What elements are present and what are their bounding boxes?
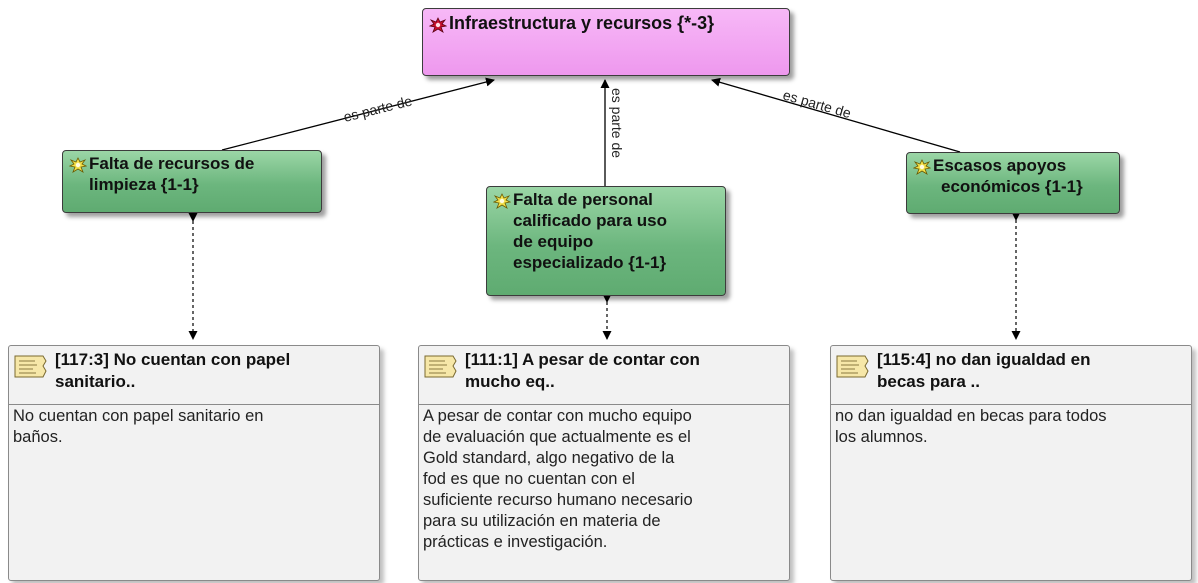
code-icon — [68, 157, 88, 178]
code-label-line: limpieza {1-1} — [89, 175, 199, 194]
quote-header: [115:4] no dan igualdad en becas para .. — [831, 346, 1191, 405]
quote-body-line: los alumnos. — [835, 428, 928, 446]
quote-title-line: sanitario.. — [55, 372, 136, 391]
quote-node-117-3[interactable]: [117:3] No cuentan con papel sanitario..… — [8, 345, 380, 581]
quote-body-line: fod es que no cuentan con el — [423, 470, 635, 488]
quote-body-line: de evaluación que actualmente es el — [423, 428, 691, 446]
code-icon — [492, 193, 512, 214]
quote-body: no dan igualdad en becas para todos los … — [835, 406, 1183, 448]
quote-body: A pesar de contar con mucho equipo de ev… — [423, 406, 781, 553]
quote-body-line: Gold standard, algo negativo de la — [423, 449, 675, 467]
quote-title-line: [117:3] No cuentan con papel — [55, 350, 291, 369]
root-label: Infraestructura y recursos {*-3} — [449, 13, 715, 33]
code-node-limpieza[interactable]: Falta de recursos de limpieza {1-1} — [62, 150, 322, 213]
quote-body: No cuentan con papel sanitario en baños. — [13, 406, 371, 448]
quote-header: [111:1] A pesar de contar con mucho eq.. — [419, 346, 789, 405]
quote-title-line: [115:4] no dan igualdad en — [877, 350, 1091, 369]
code-label-line: Escasos apoyos — [933, 156, 1067, 175]
relation-line-left — [221, 77, 495, 151]
relation-line-right — [711, 77, 961, 153]
quote-body-line: para su utilización en materia de — [423, 512, 661, 530]
code-node-personal[interactable]: Falta de personal calificado para uso de… — [486, 186, 726, 296]
quote-body-line: prácticas e investigación. — [423, 533, 608, 551]
relation-label-left: es parte de — [342, 92, 414, 125]
quote-body-line: A pesar de contar con mucho equipo — [423, 407, 692, 425]
document-quote-icon — [423, 353, 459, 386]
quote-node-115-4[interactable]: [115:4] no dan igualdad en becas para ..… — [830, 345, 1192, 581]
document-quote-icon — [835, 353, 871, 386]
code-label-line: Falta de personal — [513, 190, 653, 209]
code-family-icon — [428, 17, 448, 38]
quote-body-line: suficiente recurso humano necesario — [423, 491, 693, 509]
quote-header: [117:3] No cuentan con papel sanitario.. — [9, 346, 379, 405]
relation-label-right: es parte de — [781, 87, 853, 122]
quote-body-line: No cuentan con papel sanitario en — [13, 407, 264, 425]
code-label-line: económicos {1-1} — [941, 177, 1083, 196]
quote-title-line: becas para .. — [877, 372, 981, 391]
code-label-line: calificado para uso — [513, 211, 667, 230]
quote-title-line: mucho eq.. — [465, 372, 555, 391]
code-node-apoyos[interactable]: Escasos apoyos económicos {1-1} — [906, 152, 1120, 214]
quote-title-line: [111:1] A pesar de contar con — [465, 350, 700, 369]
code-label-line: de equipo — [513, 232, 594, 251]
quote-node-111-1[interactable]: [111:1] A pesar de contar con mucho eq..… — [418, 345, 790, 581]
root-code-family-node[interactable]: Infraestructura y recursos {*-3} — [422, 8, 790, 76]
quote-body-line: baños. — [13, 428, 63, 446]
code-label-line: Falta de recursos de — [89, 154, 255, 173]
quote-body-line: no dan igualdad en becas para todos — [835, 407, 1107, 425]
code-icon — [912, 159, 932, 180]
document-quote-icon — [13, 353, 49, 386]
relation-label-center: es parte de — [609, 88, 625, 158]
code-label-line: especializado {1-1} — [513, 253, 667, 272]
